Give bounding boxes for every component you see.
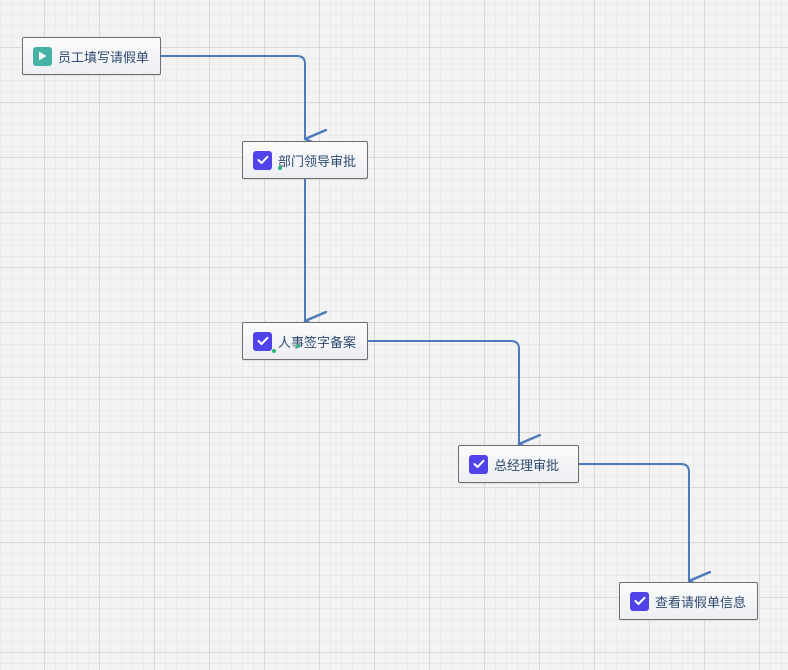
play-icon	[33, 46, 52, 66]
check-icon	[630, 591, 649, 611]
edge-n4-n5[interactable]	[579, 463, 689, 581]
node-task-dept-approval[interactable]: 部门领导审批	[242, 141, 368, 179]
edge-n1-n2[interactable]	[160, 55, 305, 139]
node-task-view-info[interactable]: 查看请假单信息	[619, 582, 758, 620]
node-label: 人事签字备案	[278, 335, 357, 351]
connection-point[interactable]	[272, 349, 276, 353]
node-label: 查看请假单信息	[655, 595, 747, 611]
connection-point[interactable]	[296, 344, 300, 348]
check-icon	[253, 150, 272, 170]
node-label: 部门领导审批	[278, 154, 357, 170]
connection-point[interactable]	[278, 166, 282, 170]
check-icon	[469, 454, 488, 474]
check-icon	[253, 331, 272, 351]
node-start[interactable]: 员工填写请假单	[22, 37, 161, 75]
node-label: 总经理审批	[494, 458, 560, 474]
edge-n3-n4[interactable]	[368, 340, 519, 444]
node-task-gm-approval[interactable]: 总经理审批	[458, 445, 579, 483]
node-label: 员工填写请假单	[58, 50, 150, 66]
node-task-hr-record[interactable]: 人事签字备案	[242, 322, 368, 360]
